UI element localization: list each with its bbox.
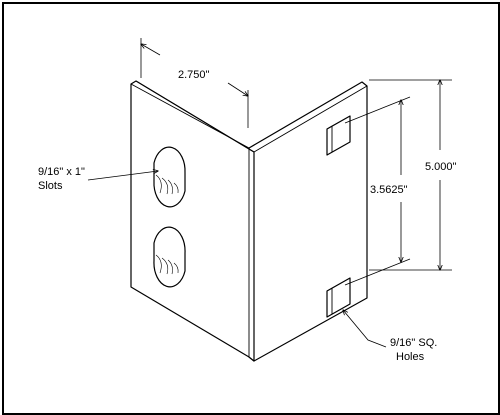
holes-label-line2: Holes	[396, 351, 425, 363]
height-dimension-label: 5.000"	[425, 161, 457, 173]
width-dimension	[141, 38, 248, 128]
slots-label-line1: 9/16" x 1"	[38, 166, 85, 178]
square-hole-upper	[326, 115, 351, 156]
hole-spacing-label: 3.5625"	[370, 184, 408, 196]
hole-spacing-dimension	[344, 96, 411, 286]
holes-label-line1: 9/16" SQ.	[390, 337, 437, 349]
holes-leader	[343, 310, 387, 348]
slot-lower	[153, 226, 186, 288]
slot-upper	[153, 146, 186, 208]
square-hole-lower	[326, 277, 351, 318]
slots-label-line2: Slots	[38, 180, 63, 192]
width-dimension-label: 2.750"	[178, 69, 210, 81]
slots-leader	[87, 171, 158, 181]
left-flange	[130, 80, 255, 362]
